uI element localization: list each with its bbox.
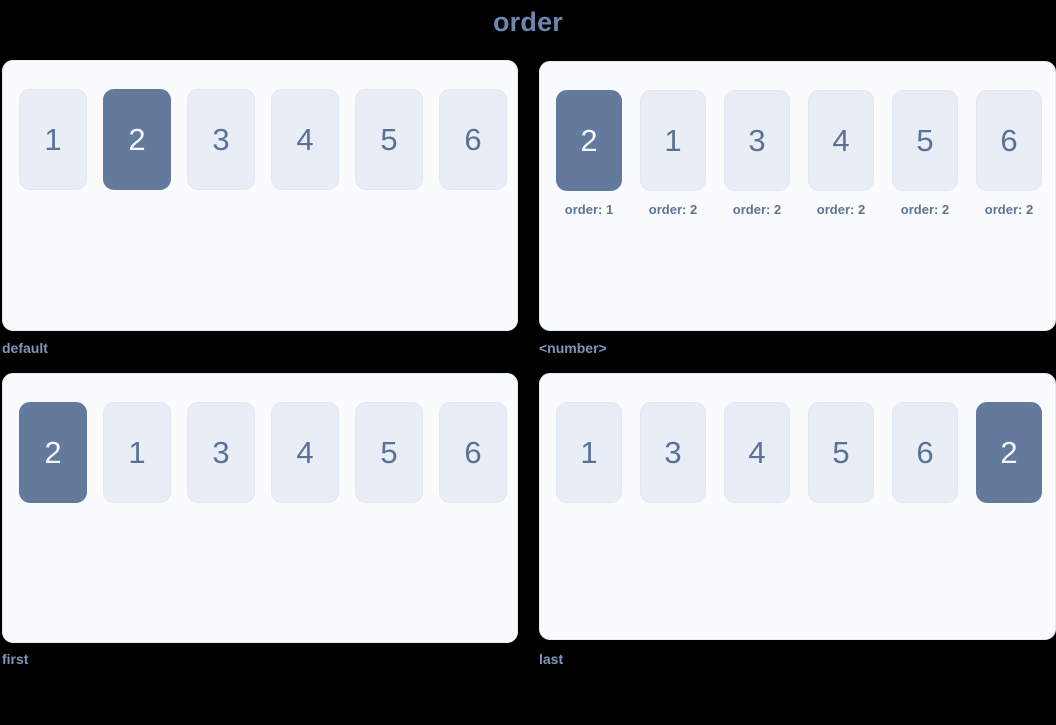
flex-item-box[interactable]: 3 bbox=[187, 89, 255, 190]
flex-item-box[interactable]: 4 bbox=[808, 90, 874, 191]
flex-item-number-2: 2 order: 1 bbox=[556, 90, 622, 217]
order-label: order: 2 bbox=[648, 202, 698, 217]
caption-first: first bbox=[2, 651, 29, 667]
flex-item-number-4: 4 order: 2 bbox=[808, 90, 874, 217]
order-label: order: 1 bbox=[564, 202, 614, 217]
order-label: order: 2 bbox=[900, 202, 950, 217]
caption-default: default bbox=[2, 340, 48, 356]
flex-row-number: 2 order: 1 1 order: 2 3 order: 2 4 order: 2 5 ord… bbox=[556, 90, 1042, 217]
flex-item-default-4: 4 bbox=[271, 89, 339, 190]
order-label: order: 2 bbox=[732, 202, 782, 217]
flex-item-number-5: 5 order: 2 bbox=[892, 90, 958, 217]
flex-item-box[interactable]: 6 bbox=[439, 89, 507, 190]
flex-item-box-active[interactable]: 2 bbox=[103, 89, 171, 190]
flex-item-first-5: 5 bbox=[355, 402, 423, 503]
order-label: order: 2 bbox=[984, 202, 1034, 217]
flex-item-first-6: 6 bbox=[439, 402, 507, 503]
flex-item-box[interactable]: 1 bbox=[19, 89, 87, 190]
caption-last: last bbox=[539, 651, 564, 667]
flex-item-default-2: 2 bbox=[103, 89, 171, 190]
flex-item-default-1: 1 bbox=[19, 89, 87, 190]
flex-item-last-5: 5 bbox=[808, 402, 874, 503]
flex-item-box[interactable]: 4 bbox=[271, 89, 339, 190]
flex-item-box[interactable]: 1 bbox=[640, 90, 706, 191]
flex-item-default-6: 6 bbox=[439, 89, 507, 190]
caption-number: <number> bbox=[539, 340, 607, 356]
flex-item-box[interactable]: 4 bbox=[271, 402, 339, 503]
flex-item-number-6: 6 order: 2 bbox=[976, 90, 1042, 217]
flex-item-box[interactable]: 5 bbox=[355, 89, 423, 190]
panel-number: 2 order: 1 1 order: 2 3 order: 2 4 order: 2 5 ord… bbox=[539, 61, 1056, 331]
flex-item-box[interactable]: 5 bbox=[892, 90, 958, 191]
flex-item-box[interactable]: 4 bbox=[724, 402, 790, 503]
flex-item-default-5: 5 bbox=[355, 89, 423, 190]
flex-item-box[interactable]: 5 bbox=[808, 402, 874, 503]
flex-item-box-active[interactable]: 2 bbox=[19, 402, 87, 503]
flex-item-default-3: 3 bbox=[187, 89, 255, 190]
flex-item-last-6: 6 bbox=[892, 402, 958, 503]
flex-item-last-2: 2 bbox=[976, 402, 1042, 503]
flex-item-box-active[interactable]: 2 bbox=[556, 90, 622, 191]
flex-item-box[interactable]: 3 bbox=[724, 90, 790, 191]
flex-item-box[interactable]: 3 bbox=[187, 402, 255, 503]
flex-item-number-3: 3 order: 2 bbox=[724, 90, 790, 217]
flex-item-last-4: 4 bbox=[724, 402, 790, 503]
flex-item-number-1: 1 order: 2 bbox=[640, 90, 706, 217]
flex-item-last-3: 3 bbox=[640, 402, 706, 503]
flex-item-box[interactable]: 1 bbox=[556, 402, 622, 503]
flex-item-first-3: 3 bbox=[187, 402, 255, 503]
flex-item-first-4: 4 bbox=[271, 402, 339, 503]
order-label: order: 2 bbox=[816, 202, 866, 217]
flex-item-first-2: 2 bbox=[19, 402, 87, 503]
flex-item-box[interactable]: 6 bbox=[892, 402, 958, 503]
flex-item-box[interactable]: 1 bbox=[103, 402, 171, 503]
flex-item-last-1: 1 bbox=[556, 402, 622, 503]
flex-item-box[interactable]: 5 bbox=[355, 402, 423, 503]
flex-item-box-active[interactable]: 2 bbox=[976, 402, 1042, 503]
flex-item-first-1: 1 bbox=[103, 402, 171, 503]
flex-item-box[interactable]: 6 bbox=[976, 90, 1042, 191]
page-title: order bbox=[492, 7, 564, 37]
flex-item-box[interactable]: 3 bbox=[640, 402, 706, 503]
flex-item-box[interactable]: 6 bbox=[439, 402, 507, 503]
